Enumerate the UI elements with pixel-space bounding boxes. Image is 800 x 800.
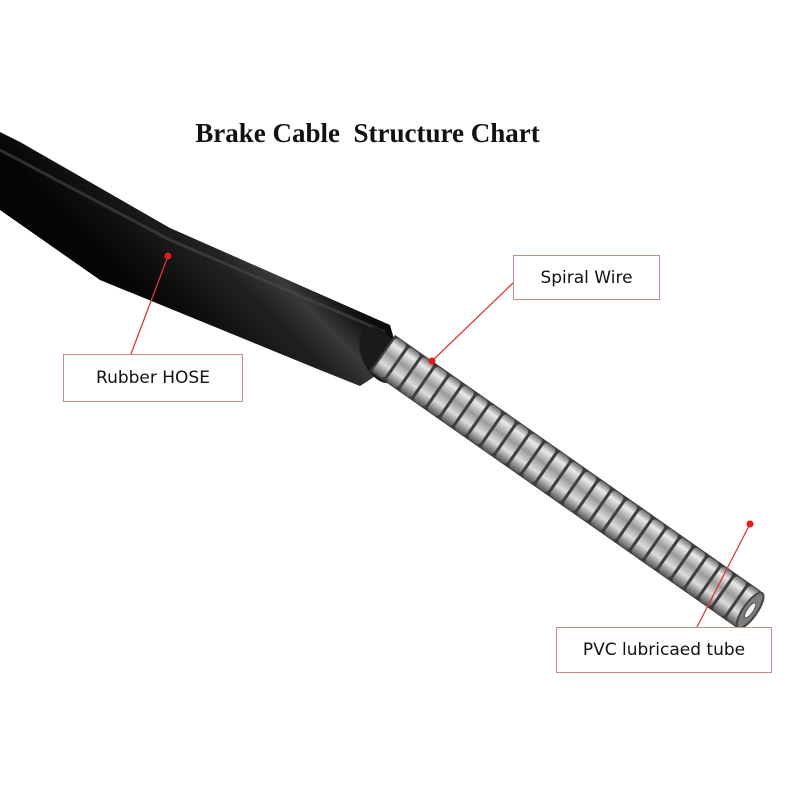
coil-segment: [699, 566, 733, 607]
coil-segment: [441, 385, 475, 426]
diagram-title: Brake Cable Structure Chart: [195, 118, 540, 148]
spiral-wire-leader: [428, 282, 514, 365]
rubber-hose: [0, 132, 401, 386]
coil-segment: [373, 338, 407, 378]
coil-segment: [617, 509, 652, 550]
coil-segment: [631, 518, 665, 559]
coil-segment: [509, 433, 543, 474]
coil-segment: [685, 557, 719, 597]
coil-segment: [536, 452, 570, 493]
coil-segment: [645, 528, 679, 569]
spiral-wire-label: Spiral Wire: [540, 267, 633, 288]
coil-segment: [468, 404, 502, 445]
pvc-tube-callout: PVC lubricaed tube: [556, 627, 772, 673]
coil-segment: [482, 414, 516, 455]
rubber-hose-label: Rubber HOSE: [96, 368, 210, 388]
coil-segment: [522, 442, 556, 483]
rubber-hose-leader: [130, 252, 172, 355]
coil-segment: [454, 395, 488, 436]
coil-segment: [386, 347, 420, 388]
coil-segment: [563, 471, 597, 512]
coil-segment: [414, 366, 448, 407]
spiral-wire: [369, 334, 765, 630]
coil-segment: [590, 490, 624, 531]
coil-segment: [427, 376, 461, 417]
coil-segment: [658, 538, 692, 578]
coil-segment: [495, 423, 529, 464]
coil-segment: [549, 461, 584, 502]
coil-segment: [604, 499, 638, 540]
pvc-tube-label: PVC lubricaed tube: [582, 640, 746, 660]
spiral-wire-callout: Spiral Wire: [513, 255, 660, 300]
rubber-hose-callout: Rubber HOSE: [63, 354, 243, 402]
coil-segment: [713, 576, 747, 616]
coil-segment: [577, 480, 611, 521]
coil-segment: [672, 547, 706, 588]
pvc-tube-leader: [696, 520, 754, 628]
